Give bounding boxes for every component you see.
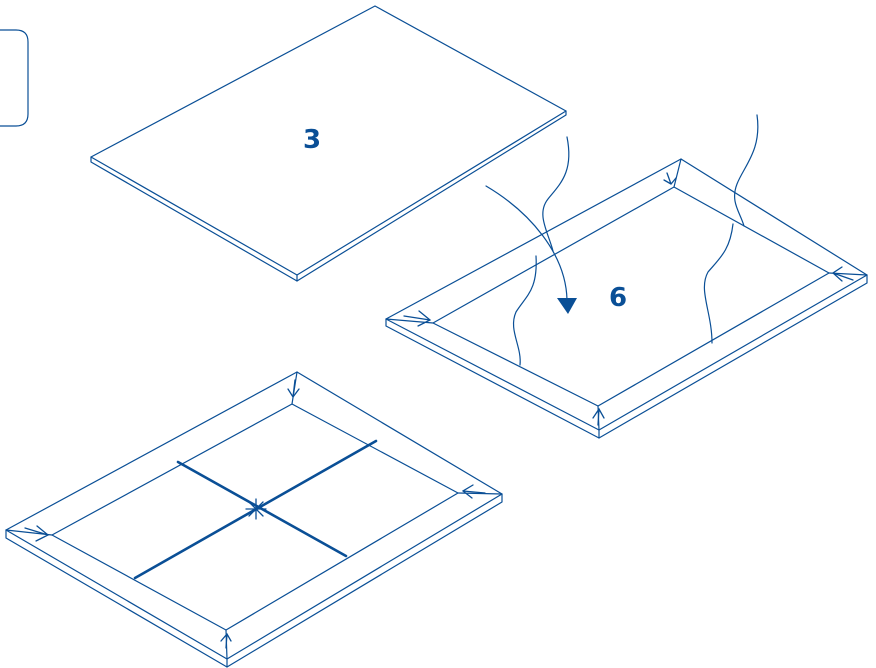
pin-icon — [403, 310, 432, 327]
asterisk-icon — [245, 498, 267, 520]
pin-icon — [24, 525, 50, 542]
pin-icon — [287, 379, 300, 399]
pin-icon — [220, 632, 232, 649]
side-tab — [0, 29, 29, 127]
pin-icon — [831, 266, 854, 282]
arrow-head — [557, 298, 577, 314]
curved-arrow-down-icon — [485, 185, 568, 301]
pin-icon — [461, 484, 486, 499]
pin-icon — [592, 407, 605, 426]
step-3-board: 3 — [90, 5, 567, 282]
pin-icon — [663, 172, 677, 185]
step-label-6: 6 — [609, 283, 627, 313]
step-label-3: 3 — [303, 125, 321, 155]
frame-with-straps — [5, 371, 503, 668]
step-6-frame: 6 — [385, 114, 868, 439]
